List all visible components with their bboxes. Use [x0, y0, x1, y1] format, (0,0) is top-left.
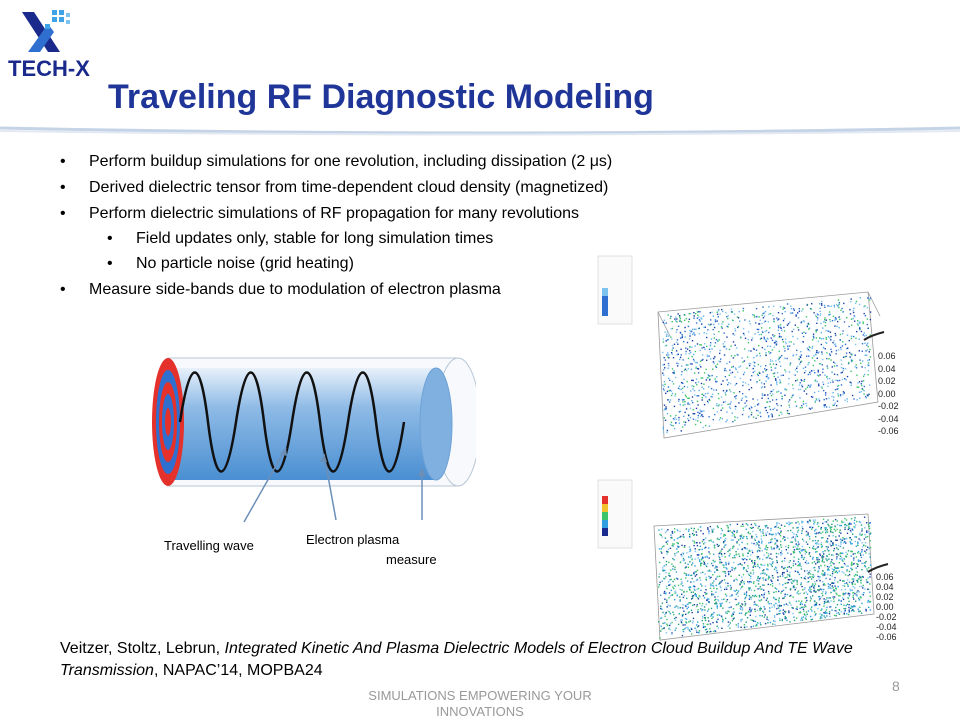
tech-x-logo: TECH-X	[4, 4, 100, 84]
bottom-tick: 0.02	[876, 592, 894, 602]
top-axis-ticks: 0.06 0.04 0.02 0.00 -0.02 -0.04 -0.06	[878, 350, 899, 438]
bottom-axis-ticks: 0.06 0.04 0.02 0.00 -0.02 -0.04 -0.06	[876, 572, 897, 642]
footer-line-1: SIMULATIONS EMPOWERING YOUR	[368, 688, 592, 703]
top-tick: -0.02	[878, 401, 899, 411]
simulation-plot-top: 0.06 0.04 0.02 0.00 -0.02 -0.04 -0.06	[588, 252, 960, 452]
top-tick: 0.00	[878, 388, 896, 399]
citation-title: Integrated Kinetic And Plasma Dielectric…	[60, 640, 853, 679]
particle-scatter-top	[662, 297, 872, 433]
logo-text: TECH-X	[8, 56, 90, 81]
bottom-tick: 0.00	[876, 602, 894, 612]
top-tick: -0.04	[878, 413, 899, 424]
bullet-1-text: Perform buildup simulations for one revo…	[89, 153, 613, 170]
bullet-4: •Measure side-bands due to modulation of…	[60, 281, 501, 298]
sub-bullet-2: •No particle noise (grid heating)	[107, 255, 354, 272]
slide-title: Traveling RF Diagnostic Modeling	[108, 78, 654, 116]
simulation-plot-top-svg	[597, 255, 885, 439]
sub-bullet-1-text: Field updates only, stable for long simu…	[136, 230, 494, 247]
citation: Veitzer, Stoltz, Lebrun, Integrated Kine…	[60, 638, 920, 682]
simulation-plot-bottom-svg	[597, 479, 889, 641]
travelling-wave-curve	[178, 371, 406, 473]
bottom-tick: 0.04	[876, 582, 894, 592]
label-measure: measure	[386, 552, 437, 567]
footer-tagline: SIMULATIONS EMPOWERING YOUR INNOVATIONS	[300, 688, 660, 720]
bottom-tick: 0.06	[876, 572, 894, 582]
bottom-tick: -0.04	[876, 622, 897, 632]
page-number: 8	[892, 678, 900, 694]
citation-authors: Veitzer, Stoltz, Lebrun,	[60, 640, 225, 657]
top-tick: 0.06	[878, 351, 896, 361]
citation-venue: , NAPAC’14, MOPBA24	[153, 662, 323, 679]
simulation-plot-bottom: 0.06 0.04 0.02 0.00 -0.02 -0.04 -0.06	[588, 474, 960, 644]
bullet-3-text: Perform dielectric simulations of RF pro…	[89, 205, 579, 222]
label-electron-plasma: Electron plasma	[306, 532, 400, 547]
tech-x-logo-icon	[22, 10, 70, 52]
bullet-4-text: Measure side-bands due to modulation of …	[89, 281, 501, 298]
sub-bullet-2-text: No particle noise (grid heating)	[136, 255, 354, 272]
particle-scatter-bottom	[658, 516, 872, 639]
bullet-1: •Perform buildup simulations for one rev…	[60, 153, 613, 170]
top-tick: 0.02	[878, 376, 896, 386]
bottom-tick: -0.06	[876, 632, 897, 642]
bullet-2-text: Derived dielectric tensor from time-depe…	[89, 179, 609, 196]
cylinder-diagram-svg	[152, 357, 481, 523]
title-divider	[0, 126, 960, 136]
bottom-tick: -0.02	[876, 612, 897, 622]
label-travelling-wave: Travelling wave	[164, 538, 254, 553]
footer-line-2: INNOVATIONS	[436, 704, 524, 719]
bullet-3: •Perform dielectric simulations of RF pr…	[60, 205, 579, 222]
cylinder-diagram: Travelling wave Electron plasma measure	[146, 346, 481, 576]
bullet-2: •Derived dielectric tensor from time-dep…	[60, 179, 609, 196]
top-tick: -0.06	[878, 426, 899, 436]
top-tick: 0.04	[878, 363, 896, 374]
sub-bullet-1: •Field updates only, stable for long sim…	[107, 230, 494, 247]
